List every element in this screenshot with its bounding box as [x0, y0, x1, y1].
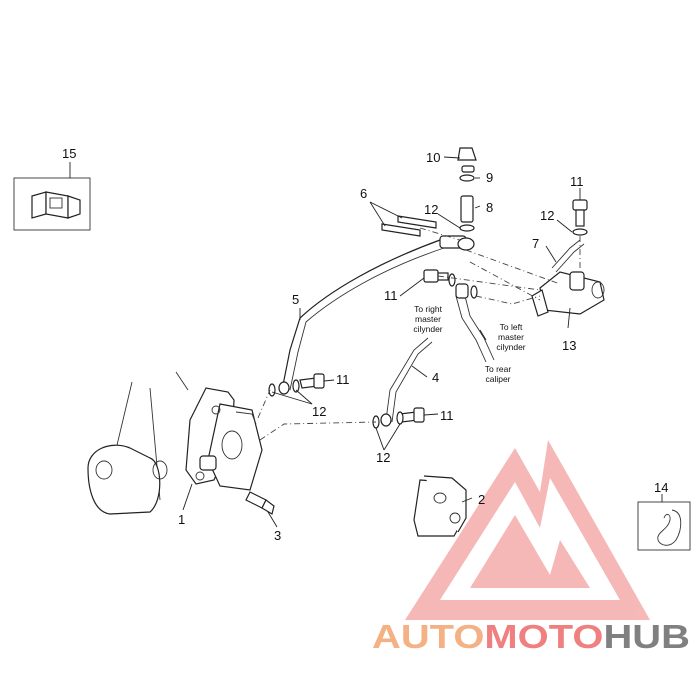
watermark-auto: AUTO	[372, 618, 484, 655]
alignment-lines	[257, 227, 581, 441]
svg-text:master: master	[498, 332, 524, 342]
part-14-box	[637, 501, 691, 551]
watermark-moto: MOTO	[484, 618, 603, 655]
callout-7: 7	[532, 236, 539, 251]
watermark-logo	[405, 440, 650, 620]
part-11-bolt-middle	[423, 269, 478, 299]
callout-14: 14	[654, 480, 668, 495]
callout-12-master: 12	[540, 208, 554, 223]
callout-12-lower: 12	[376, 450, 390, 465]
callout-15: 15	[62, 146, 76, 161]
callout-4: 4	[432, 370, 439, 385]
part-11-bolt-master	[572, 199, 588, 236]
callout-10: 10	[426, 150, 440, 165]
callout-11-master: 11	[570, 174, 584, 189]
callout-2: 2	[478, 492, 485, 507]
part-3-bolt	[245, 491, 275, 515]
callout-8: 8	[486, 200, 493, 215]
callout-9: 9	[486, 170, 493, 185]
part-15-box	[13, 177, 91, 231]
callout-11-lower: 11	[440, 408, 454, 423]
fork-leg	[87, 371, 189, 515]
part-11-bolt-lower	[372, 407, 425, 429]
callout-12-caliper: 12	[312, 404, 326, 419]
callout-5: 5	[292, 292, 299, 307]
note-left-master: To left master cilynder	[496, 322, 525, 352]
part-4-hose	[380, 337, 433, 427]
junction-bolt-stack	[457, 147, 477, 251]
svg-text:cilynder: cilynder	[496, 342, 525, 352]
note-rear-caliper: To rear caliper	[485, 364, 512, 384]
callout-13: 13	[562, 338, 576, 353]
callout-12-junction: 12	[424, 202, 438, 217]
callout-6: 6	[360, 186, 367, 201]
svg-text:To rear: To rear	[485, 364, 512, 374]
part-2-brake-pad	[413, 475, 467, 537]
part-6-bolts	[381, 215, 437, 237]
svg-text:To right: To right	[414, 304, 443, 314]
watermark-triangle-core	[470, 515, 590, 588]
svg-text:To left: To left	[500, 322, 523, 332]
callout-11-caliper: 11	[336, 372, 350, 387]
part-1-caliper	[185, 387, 263, 491]
callout-3: 3	[274, 528, 281, 543]
part-11-bolt-caliper	[268, 373, 325, 397]
rear-caliper-hose	[455, 283, 495, 363]
svg-text:caliper: caliper	[485, 374, 510, 384]
callout-1: 1	[178, 512, 185, 527]
callout-numbers: 1 2 3 4 5 6 7 8 9 10 11 11 11 11 12 12 1…	[62, 146, 668, 543]
note-right-master: To right master cilynder	[413, 304, 442, 334]
watermark-hub: HUB	[603, 618, 690, 655]
callout-11-middle: 11	[384, 288, 398, 303]
leader-lines	[182, 156, 581, 528]
svg-text:master: master	[415, 314, 441, 324]
svg-text:cilynder: cilynder	[413, 324, 442, 334]
